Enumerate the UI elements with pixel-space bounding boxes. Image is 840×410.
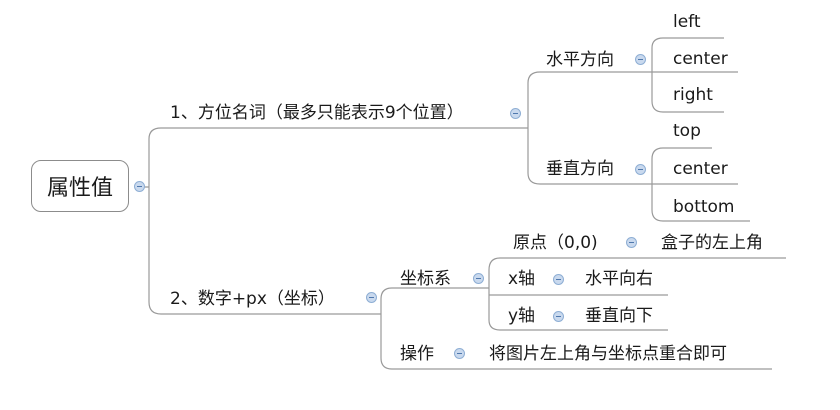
coords-label[interactable]: 坐标系 [400,269,451,289]
vertical-item-center[interactable]: center [673,159,728,179]
connector-branch1 [507,71,640,185]
horizontal-item-right[interactable]: right [673,85,713,105]
vertical-label[interactable]: 垂直方向 [546,159,614,179]
horizontal-item-center[interactable]: center [673,49,728,69]
operation-label[interactable]: 操作 [400,344,434,364]
branch1-label[interactable]: 1、方位名词（最多只能表示9个位置） [170,103,464,123]
vertical-item-top[interactable]: top [673,121,701,141]
root-label: 属性值 [46,176,113,201]
collapse-branch1-icon[interactable] [510,108,521,119]
collapse-branch2-icon[interactable] [366,292,377,303]
x-axis-value[interactable]: 水平向右 [585,269,653,289]
horizontal-item-left[interactable]: left [673,12,701,32]
horizontal-label[interactable]: 水平方向 [546,50,614,70]
origin-value[interactable]: 盒子的左上角 [661,233,763,253]
collapse-y-axis-icon[interactable] [553,311,564,322]
collapse-root-icon[interactable] [134,181,145,192]
connector-root [140,127,507,315]
connector-horizontal [640,37,738,113]
connector-coords [487,257,786,331]
y-axis-label[interactable]: y轴 [508,306,536,326]
connector-branch2 [365,287,772,370]
root-node[interactable]: 属性值 [31,160,129,212]
collapse-vertical-icon[interactable] [635,164,646,175]
vertical-item-bottom[interactable]: bottom [673,197,735,217]
origin-label[interactable]: 原点（0,0) [513,233,598,253]
collapse-x-axis-icon[interactable] [553,274,564,285]
y-axis-value[interactable]: 垂直向下 [585,306,653,326]
collapse-coords-icon[interactable] [473,273,484,284]
collapse-operation-icon[interactable] [454,348,465,359]
x-axis-label[interactable]: x轴 [508,269,536,289]
operation-value[interactable]: 将图片左上角与坐标点重合即可 [489,344,727,364]
branch2-label[interactable]: 2、数字+px（坐标） [170,289,335,309]
collapse-origin-icon[interactable] [626,237,637,248]
collapse-horizontal-icon[interactable] [635,54,646,65]
connector-vertical [640,147,750,222]
